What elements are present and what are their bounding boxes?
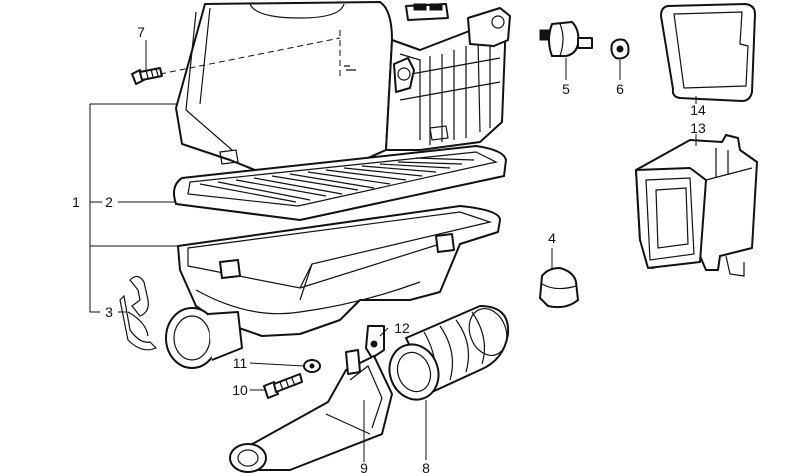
part-4-rubber-buffer [539, 267, 579, 309]
callout-3: 3 [105, 304, 113, 320]
callout-11: 11 [233, 355, 248, 371]
lower-housing [177, 205, 501, 337]
callout-8: 8 [422, 460, 430, 473]
leader-lines [89, 40, 697, 462]
part-9-intake-tube [229, 349, 393, 473]
part-13-intake-duct [635, 134, 758, 277]
part-2-filter-element [173, 145, 507, 221]
part-7-screw [131, 67, 163, 85]
part-12-bracket [365, 325, 385, 359]
part-11-washer [303, 359, 321, 373]
part-5-rubber-mount [539, 21, 593, 57]
callout-10: 10 [232, 382, 248, 398]
part-14-gasket [660, 3, 756, 102]
callout-6: 6 [616, 81, 624, 97]
callout-4: 4 [548, 230, 556, 246]
part-10-screw [263, 373, 303, 399]
part-3-clip [119, 275, 158, 351]
callout-13: 13 [690, 120, 706, 136]
callout-labels: 7 5 6 14 13 1 2 4 3 12 11 10 9 8 [72, 24, 706, 473]
upper-housing-lid [159, 1, 511, 189]
callout-14: 14 [690, 102, 706, 118]
part-6-nut [610, 38, 630, 60]
callout-12: 12 [394, 320, 410, 336]
callout-1: 1 [72, 194, 80, 210]
lower-housing-outlet [165, 307, 243, 369]
callout-9: 9 [360, 460, 368, 473]
callout-5: 5 [562, 81, 570, 97]
connector-block [405, 3, 449, 21]
callout-2: 2 [105, 194, 113, 210]
part-8-bellows-hose [388, 305, 510, 401]
callout-7: 7 [137, 24, 145, 40]
